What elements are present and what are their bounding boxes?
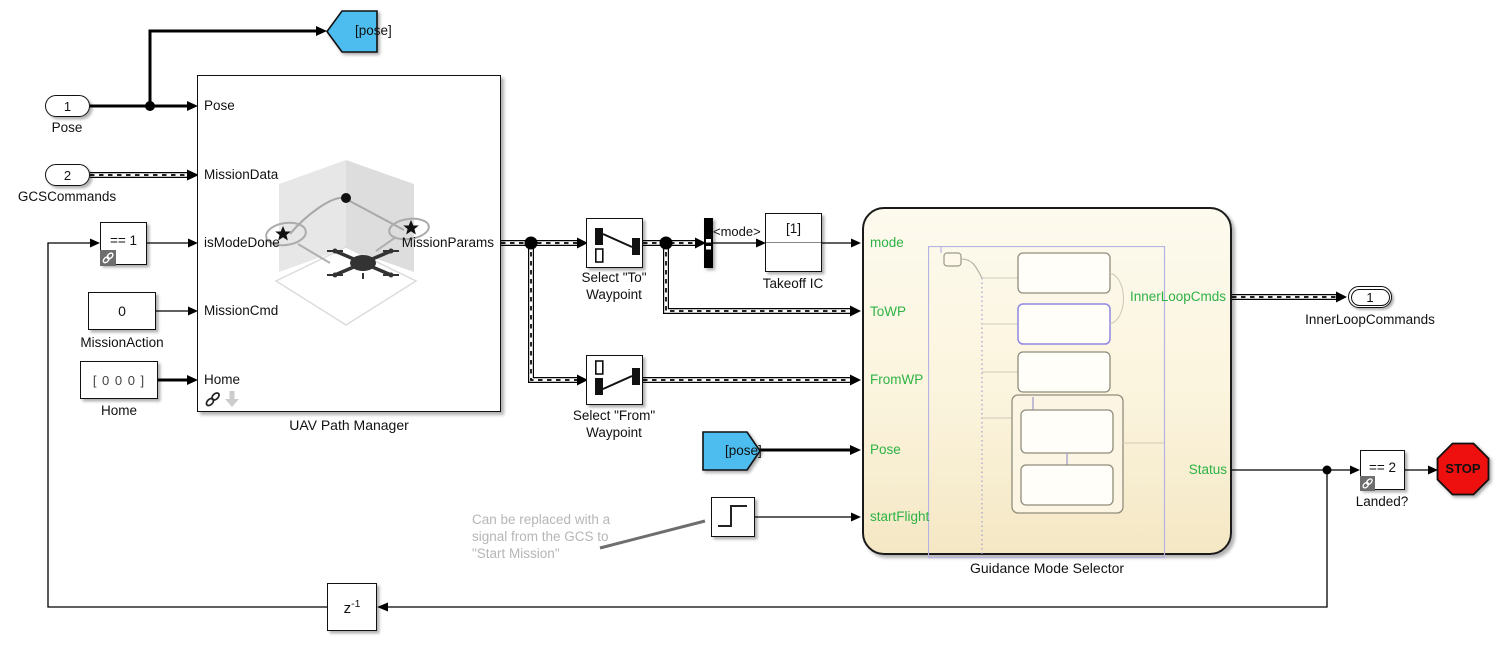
compare-one-text: == 1 (109, 233, 138, 248)
switch-icon (595, 228, 640, 263)
stateflow-preview (928, 246, 1166, 559)
corner-icons (205, 391, 239, 407)
uavpm-port-missioncmd: MissionCmd (204, 303, 279, 318)
goto-tag-pose[interactable]: [pose] (325, 10, 392, 53)
wire-feedback-right (386, 470, 1328, 608)
takeoff-ic-block[interactable]: [1] (765, 213, 822, 272)
uavpm-label: UAV Path Manager (289, 417, 409, 433)
inport-gcscommands[interactable]: 2 (45, 164, 90, 186)
compare-to-one-block[interactable]: == 1 (99, 222, 147, 266)
wire-feedback-left (47, 242, 327, 608)
takeoff-ic-value: [1] (785, 220, 801, 236)
select-to-waypoint-block[interactable] (586, 218, 643, 268)
select-to-label1: Select "To" (581, 270, 647, 285)
goto-tag-label: [pose] (355, 23, 392, 38)
outport-label: InnerLoopCommands (1305, 312, 1435, 327)
inport-pose[interactable]: 1 (45, 95, 90, 117)
inport-pose-number: 1 (63, 98, 72, 114)
guidance-label: Guidance Mode Selector (969, 560, 1125, 576)
drone-icon (327, 248, 399, 279)
home-constant[interactable]: [ 0 0 0 ] (80, 361, 158, 399)
bus-innerloopcmds (1232, 291, 1347, 303)
unit-delay-block[interactable]: z-1 (327, 583, 377, 631)
bus-select-from-out (643, 374, 861, 386)
uavpm-port-missiondata: MissionData (204, 167, 279, 182)
guidance-port-startflight: startFlight (870, 509, 930, 524)
download-arrow-icon (225, 391, 239, 407)
bus-missionparams (501, 236, 588, 386)
guidance-port-fromwp: FromWP (870, 372, 924, 387)
stop-text: STOP (1445, 461, 1481, 476)
guidance-port-innerloopcmds: InnerLoopCmds (1129, 289, 1226, 304)
stop-block[interactable]: STOP (1436, 442, 1490, 496)
step-icon (718, 505, 747, 527)
annotation-line1: Can be replaced with a (472, 512, 611, 527)
bus-selector-block[interactable] (704, 218, 713, 268)
compare-two-text: == 2 (1368, 460, 1397, 475)
guidance-port-pose: Pose (870, 442, 901, 457)
uavpm-port-pose: Pose (204, 98, 235, 113)
mission-action-label: MissionAction (80, 335, 164, 350)
annotation-line3: "Start Mission" (472, 546, 560, 561)
takeoff-ic-label: Takeoff IC (762, 276, 824, 291)
bus-select-to-out (643, 236, 861, 317)
mode-signal-label: <mode> (713, 224, 761, 239)
home-constant-label: Home (100, 403, 138, 418)
guidance-port-mode: mode (870, 235, 904, 250)
select-to-label2: Waypoint (586, 287, 642, 302)
select-from-label2: Waypoint (586, 425, 642, 440)
uav-scene-icon (265, 160, 430, 326)
from-tag-pose[interactable]: [pose] (702, 431, 762, 471)
inport-gcs-number: 2 (63, 167, 72, 183)
inport-pose-label: Pose (51, 120, 83, 135)
step-block[interactable] (711, 497, 755, 537)
annotation-line (599, 519, 706, 550)
home-constant-value: [ 0 0 0 ] (92, 372, 146, 388)
mission-action-value: 0 (118, 303, 126, 319)
library-link-badge-icon (99, 249, 116, 266)
outport-number: 1 (1366, 289, 1374, 305)
uav-path-manager-block[interactable] (197, 75, 501, 412)
library-link-icon (205, 392, 220, 407)
uavpm-port-home: Home (204, 372, 241, 387)
wire-pose-goto (148, 29, 317, 106)
unit-delay-text: z-1 (343, 597, 361, 617)
uavpm-port-ismodedone: isModeDone (204, 235, 280, 250)
landed-label: Landed? (1355, 494, 1409, 509)
bus-gcscommands (90, 169, 199, 181)
switch-icon (595, 360, 640, 395)
select-from-waypoint-block[interactable] (586, 355, 643, 405)
select-from-label1: Select "From" (572, 408, 656, 423)
mission-action-constant[interactable]: 0 (88, 292, 156, 330)
uavpm-port-missionparams: MissionParams (401, 235, 494, 250)
outport-innerloopcommands[interactable]: 1 (1348, 286, 1392, 308)
guidance-port-towp: ToWP (870, 304, 907, 319)
annotation-line2: signal from the GCS to (472, 529, 609, 544)
guidance-port-status: Status (1188, 462, 1227, 477)
from-tag-label: [pose] (725, 443, 762, 458)
compare-to-two-block[interactable]: == 2 (1359, 450, 1405, 491)
library-link-badge-icon (1359, 475, 1375, 491)
inport-gcs-label: GCSCommands (17, 189, 117, 204)
